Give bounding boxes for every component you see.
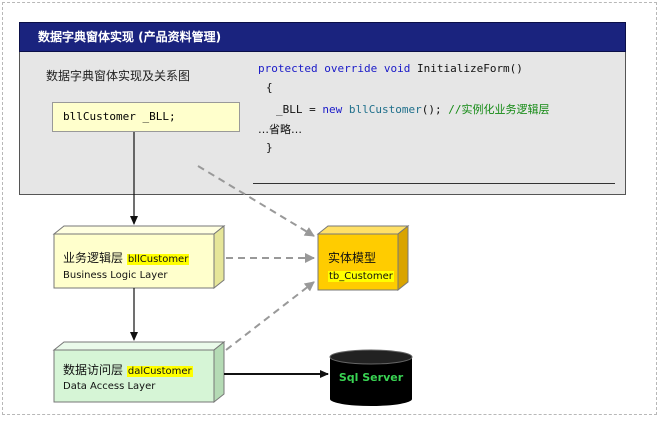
panel-title: 数据字典窗体实现 (产品资料管理) [19,22,626,52]
bll-node-tag: bllCustomer [126,254,190,265]
code-line-4: …省略… [258,123,302,136]
code-line-5: } [266,141,273,154]
code-line-1: protected override void InitializeForm() [258,62,523,75]
bll-node-label: 业务逻辑层 bllCustomer [63,249,190,266]
bll-node-title: 业务逻辑层 [63,251,124,265]
code-line-2: { [266,81,273,94]
kw-protected: protected [258,62,318,75]
entity-node-tag: tb_Customer [328,271,394,282]
dal-node-label: 数据访问层 dalCustomer [63,361,193,378]
panel-subtitle: 数据字典窗体实现及关系图 [46,69,191,83]
call-parens: (); [421,103,442,116]
dal-node-tag: dalCustomer [126,366,193,377]
database-label: Sql Server [338,371,404,384]
dal-node-english: Data Access Layer [63,381,156,392]
dal-node-title: 数据访问层 [63,363,124,377]
kw-void: void [383,62,411,75]
code-comment: //实例化业务逻辑层 [448,103,550,116]
diagram-frame [2,2,657,415]
entity-node-title: 实体模型 [328,251,377,265]
code-underline [253,183,615,184]
bll-assign: _BLL = [276,103,323,116]
arrow-panel-to-entity [197,165,315,237]
entity-node-tag-wrap: tb_Customer [328,268,394,282]
type-name: bllCustomer [348,103,422,116]
code-line-3: _BLL = new bllCustomer(); //实例化业务逻辑层 [276,101,549,117]
kw-override: override [324,62,378,75]
method-name: InitializeForm() [416,62,523,75]
bll-field-box: bllCustomer _BLL; [52,102,240,132]
bll-node-english: Business Logic Layer [63,270,168,281]
kw-new: new [322,103,343,116]
arrow-dal-to-entity [225,281,315,351]
database-cylinder-icon [329,349,413,406]
